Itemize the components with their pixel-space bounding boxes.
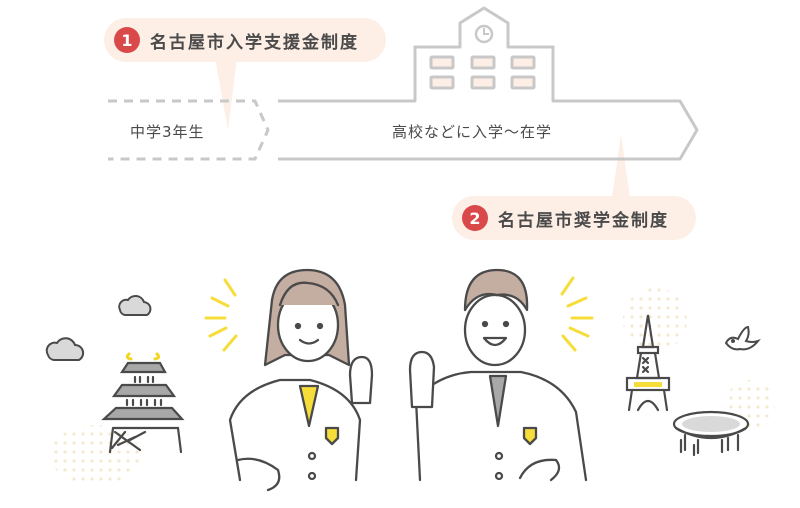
sparkle-icon <box>204 278 238 352</box>
pointer-1 <box>215 58 237 130</box>
school-building-outline <box>278 6 699 161</box>
pointer-2 <box>612 135 630 198</box>
nagoya-castle-icon <box>101 352 185 454</box>
clock-icon <box>474 24 494 44</box>
bird-icon <box>724 325 761 351</box>
cloud-icon <box>118 295 152 316</box>
dot-pattern <box>623 288 687 352</box>
program-label: 名古屋市入学支援金制度 <box>150 32 359 53</box>
tv-tower-icon <box>625 314 671 412</box>
number-badge: 2 <box>462 205 488 231</box>
oasis21-icon <box>672 410 750 457</box>
program-pill-1: 1 名古屋市入学支援金制度 <box>104 18 386 62</box>
dot-pattern <box>50 425 140 485</box>
school-windows <box>429 55 536 90</box>
female-student <box>228 268 374 492</box>
number-badge: 1 <box>114 27 140 53</box>
male-student <box>408 268 588 482</box>
cloud-icon <box>45 337 85 361</box>
stage-before-label: 中学3年生 <box>130 123 205 141</box>
program-pill-2: 2 名古屋市奨学金制度 <box>452 196 696 240</box>
sparkle-icon <box>560 276 594 352</box>
program-label: 名古屋市奨学金制度 <box>498 210 669 231</box>
stage-main-label: 高校などに入学〜在学 <box>392 123 553 141</box>
stage-before-shape <box>108 99 270 161</box>
